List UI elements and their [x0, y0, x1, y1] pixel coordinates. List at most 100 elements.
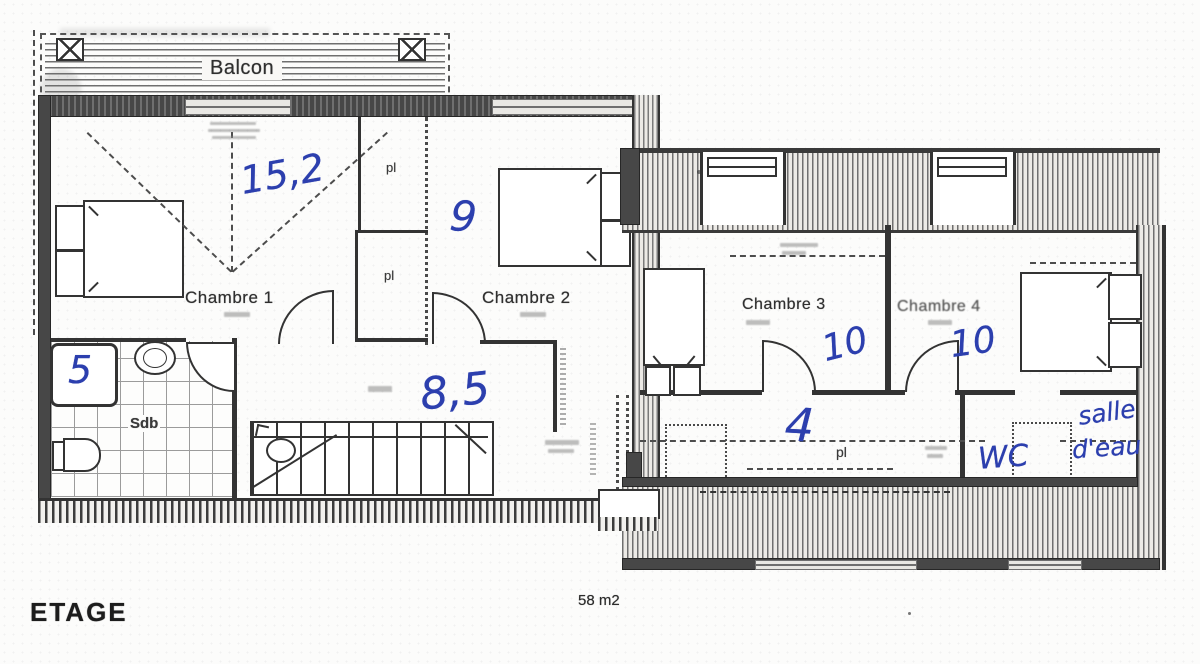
- wall-junction-top: [620, 148, 640, 225]
- room-area-fine-print: [928, 320, 952, 325]
- handwritten-area-shower: 5: [68, 348, 93, 392]
- door-arc-chambre1: [278, 290, 334, 344]
- fine-print: [545, 440, 579, 445]
- height-limit-dashed-chambre4: [1030, 262, 1136, 264]
- handwritten-area-landing: 8,5: [417, 362, 493, 421]
- scan-speck: [697, 170, 701, 174]
- room-area-fine-print: [746, 320, 770, 325]
- handwritten-area-chambre4: 10: [947, 319, 999, 366]
- staircase-arrow-head: [254, 423, 270, 439]
- low-window: [1008, 560, 1082, 570]
- junction-pillar: [626, 452, 642, 480]
- junction-notch-ticks: [598, 517, 658, 531]
- fine-print-vertical: [590, 420, 596, 475]
- toilet: [63, 438, 101, 472]
- bathroom-wall-right: [232, 338, 237, 498]
- shower: [50, 343, 118, 407]
- roof-slope-band-bottom: [622, 487, 1138, 563]
- handwritten-wc: WC: [976, 438, 1030, 477]
- wall-left: [38, 95, 51, 500]
- window-top-right: [492, 99, 644, 115]
- room-label-chambre2: Chambre 2: [482, 288, 571, 307]
- balcony: Balcon: [40, 33, 450, 103]
- fine-print: [208, 129, 260, 132]
- band-dashed-line: [700, 491, 950, 493]
- closet-wall: [355, 338, 428, 342]
- closet-label-lower: pl: [384, 268, 395, 283]
- height-limit-dashed-chambre3: [730, 255, 885, 257]
- nightstand: [600, 220, 631, 267]
- door-arc-chambre2: [432, 292, 486, 344]
- balcony-label: Balcon: [202, 57, 283, 80]
- fine-print: [782, 251, 806, 255]
- hall-wall-vertical: [553, 340, 557, 432]
- room-area-fine-print: [520, 312, 546, 317]
- wc-partition-wall: [960, 395, 965, 479]
- floor-title: ETAGE: [30, 597, 128, 627]
- closet-label-corridor: pl: [836, 444, 847, 460]
- skylight-dashed-corridor: [665, 424, 727, 484]
- balcony-post-left: [56, 38, 84, 61]
- room-label-chambre3: Chambre 3: [742, 296, 826, 313]
- sink: [134, 341, 176, 375]
- ceiling-ridge-dashed: [231, 132, 233, 272]
- handwritten-area-chambre1: 15,2: [236, 144, 328, 204]
- corridor-wall: [640, 390, 762, 395]
- total-area-label: 58 m2: [578, 592, 620, 609]
- corridor-wall: [812, 390, 905, 395]
- closet-label-upper: pl: [386, 160, 397, 175]
- handwritten-salle: salle: [1076, 394, 1138, 431]
- nightstand: [1108, 322, 1142, 368]
- bed-chambre2: [498, 168, 602, 267]
- scan-smudge: [60, 28, 270, 37]
- fine-print: [925, 446, 947, 450]
- bathroom-wall-top: [51, 338, 186, 342]
- closet-wall: [358, 117, 361, 233]
- handwritten-area-corridor: 4: [783, 397, 816, 453]
- corridor-south-wall: [622, 477, 1138, 487]
- corridor-dashed-line: [747, 468, 893, 470]
- junction-dotted-line: [616, 395, 619, 490]
- balcony-door-window: [185, 99, 291, 115]
- fine-print: [548, 449, 574, 453]
- staircase-circle: [266, 438, 296, 463]
- low-window: [755, 560, 917, 570]
- staircase-handrail: [252, 436, 488, 438]
- handwritten-deau: d'eau: [1071, 430, 1143, 465]
- handwritten-area-chambre3: 10: [817, 319, 873, 370]
- hall-wall: [480, 340, 556, 344]
- closet-wall: [355, 230, 358, 340]
- site-boundary-dashed: [33, 30, 35, 335]
- handwritten-area-chambre2: 9: [447, 190, 479, 243]
- scan-speck: [908, 612, 911, 615]
- fine-print: [368, 386, 392, 392]
- nightstand: [673, 366, 701, 396]
- corridor-wall: [955, 390, 1015, 395]
- wall-chambre3-chambre4: [885, 225, 891, 395]
- room-label-chambre1: Chambre 1: [185, 288, 274, 307]
- bed-chambre4: [1020, 272, 1112, 372]
- corridor-wall: [1060, 390, 1138, 395]
- wall-bottom-left-building: [38, 498, 634, 523]
- room-label-chambre4: Chambre 4: [897, 298, 981, 315]
- room-area-fine-print: [224, 312, 250, 317]
- corridor-dashed-line: [1060, 440, 1136, 442]
- corridor-dashed-line: [640, 440, 985, 442]
- fine-print: [780, 243, 818, 247]
- dormer-window: [930, 152, 1016, 225]
- door-arc-chambre3: [762, 340, 816, 392]
- junction-dotted-line: [626, 395, 629, 490]
- junction-notch: [598, 489, 660, 519]
- fine-print: [927, 454, 943, 458]
- room-label-bathroom: Sdb: [128, 415, 161, 432]
- fine-print-vertical: [560, 345, 566, 425]
- nightstand: [645, 366, 671, 396]
- bed-chambre3: [643, 268, 705, 367]
- bed-chambre1: [83, 200, 184, 298]
- fine-print: [212, 136, 256, 139]
- nightstand: [1108, 274, 1142, 320]
- dormer-window: [700, 152, 786, 225]
- closet-wall: [358, 230, 428, 233]
- fine-print: [210, 122, 256, 125]
